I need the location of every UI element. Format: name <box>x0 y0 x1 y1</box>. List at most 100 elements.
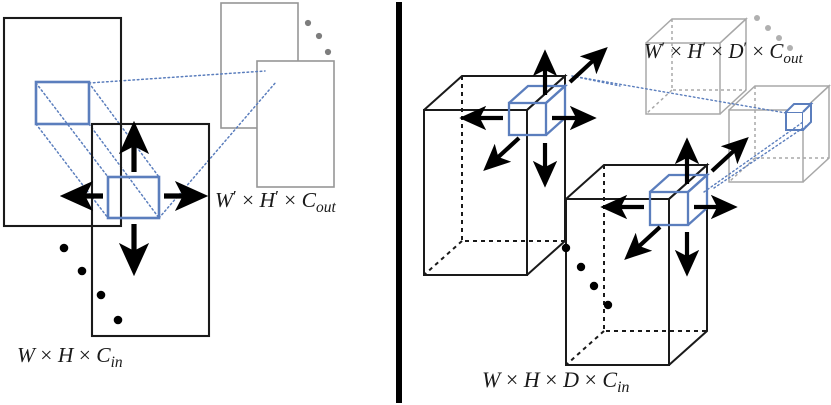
label-w-prime: W <box>215 188 235 212</box>
label-times: × <box>670 39 682 63</box>
ellipsis-dot <box>561 243 571 253</box>
cube-hidden-edges <box>565 165 707 366</box>
kernel-motion-arrows-back-3d <box>459 47 608 188</box>
label-times: × <box>584 367 596 392</box>
label-times: × <box>506 367 518 392</box>
label-h-prime: H <box>686 39 704 63</box>
right-panel-3d: W′ × H′ × D′ × Cout W × H × D × Cin <box>423 15 831 396</box>
input-ellipsis-dots <box>59 243 123 325</box>
label-c-subscript: in <box>617 379 629 396</box>
label-c: C <box>96 343 111 367</box>
kernel-motion-arrows-2d <box>59 120 209 277</box>
arrow-forward-depth <box>710 137 749 173</box>
ellipsis-dot <box>315 32 323 40</box>
label-times: × <box>545 367 557 392</box>
label-w-prime: W <box>644 39 664 63</box>
label-times: × <box>40 343 52 367</box>
kernel-window-front <box>106 175 161 220</box>
cube-front-face <box>645 42 721 115</box>
output-ellipsis-dots <box>304 19 332 56</box>
kernels-2d <box>34 80 161 220</box>
prime-mark: ′ <box>703 40 707 57</box>
projection-lines-2d <box>35 70 277 219</box>
ellipsis-dot <box>113 315 123 325</box>
projection-line-guide <box>35 82 109 178</box>
ellipsis-dot <box>59 243 69 253</box>
label-times: × <box>711 39 723 63</box>
vertical-divider <box>396 2 402 403</box>
label-h: H <box>523 367 541 392</box>
label-times: × <box>79 343 91 367</box>
output-plane-front <box>256 60 335 188</box>
hidden-edge <box>423 240 463 276</box>
ellipsis-dot <box>304 19 312 27</box>
input-feature-planes-2d <box>2 16 211 338</box>
projection-line <box>88 70 266 84</box>
projection-lines-3d <box>571 75 807 193</box>
kernel-right-face <box>687 172 709 226</box>
ellipsis-dot <box>776 35 782 41</box>
ellipsis-dot <box>77 266 87 276</box>
kernel-window-back <box>34 80 91 126</box>
label-times: × <box>242 188 254 212</box>
output-kernel-cell-3d <box>785 101 814 131</box>
label-times: × <box>284 188 296 212</box>
output-feature-planes-2d <box>220 2 335 188</box>
kernel-volume-front-3d <box>648 172 711 227</box>
projection-line <box>571 75 787 114</box>
output-dimension-label-3d: W′ × H′ × D′ × Cout <box>644 39 804 67</box>
kernel-front-face <box>648 190 690 227</box>
prime-mark: ′ <box>662 40 666 57</box>
cube-hidden-edges <box>645 19 746 115</box>
hidden-edge <box>671 19 746 91</box>
cube-hidden-edges <box>423 76 565 276</box>
hidden-edge <box>603 165 707 332</box>
label-d-prime: D <box>727 39 743 63</box>
cube-right-face <box>802 84 830 183</box>
label-c: C <box>602 367 617 392</box>
projection-line <box>571 75 621 87</box>
prime-mark: ′ <box>233 187 237 206</box>
projection-line <box>703 121 804 193</box>
projection-line-guide <box>88 123 160 219</box>
kernel-right-face <box>545 83 567 136</box>
ellipsis-dot <box>576 262 586 272</box>
hidden-edge <box>461 76 565 242</box>
ellipsis-dot <box>96 290 106 300</box>
input-dimension-label-2d: W × H × Cin <box>17 343 123 371</box>
label-d: D <box>562 367 579 392</box>
ellipsis-dot <box>324 48 332 56</box>
ellipsis-dot <box>765 25 771 31</box>
output-volume-back-3d <box>645 17 748 115</box>
prime-mark: ′ <box>275 187 279 206</box>
left-panel-2d: W′ × H′ × Cout W × H × Cin <box>2 2 336 371</box>
input-ellipsis-dots-3d <box>561 243 613 310</box>
output-dimension-label-2d: W′ × H′ × Cout <box>215 187 336 216</box>
prime-mark: ′ <box>744 40 748 57</box>
hidden-edge <box>565 330 605 366</box>
label-c: C <box>769 39 784 63</box>
kernel-front-face <box>507 101 548 137</box>
projection-line <box>158 81 277 219</box>
output-ellipsis-dots-3d <box>754 15 793 51</box>
label-c: C <box>302 188 317 212</box>
ellipsis-dot <box>603 300 613 310</box>
projection-line <box>713 125 807 189</box>
ellipsis-dot <box>589 281 599 291</box>
input-dimension-label-3d: W × H × D × Cin <box>482 367 629 396</box>
projection-line-guide <box>35 123 109 219</box>
label-w: W <box>17 343 37 367</box>
label-w: W <box>482 367 502 392</box>
kernel-motion-arrows-front-3d <box>600 137 749 277</box>
arrow-backward-depth <box>483 136 521 171</box>
label-times: × <box>752 39 764 63</box>
kernel-cell-right <box>802 101 812 131</box>
label-c-subscript: in <box>111 354 123 371</box>
label-c-subscript: out <box>783 51 803 67</box>
ellipsis-dot <box>754 15 760 21</box>
label-c-subscript: out <box>316 199 336 216</box>
label-h: H <box>57 343 75 367</box>
arrow-forward-depth <box>568 47 608 84</box>
